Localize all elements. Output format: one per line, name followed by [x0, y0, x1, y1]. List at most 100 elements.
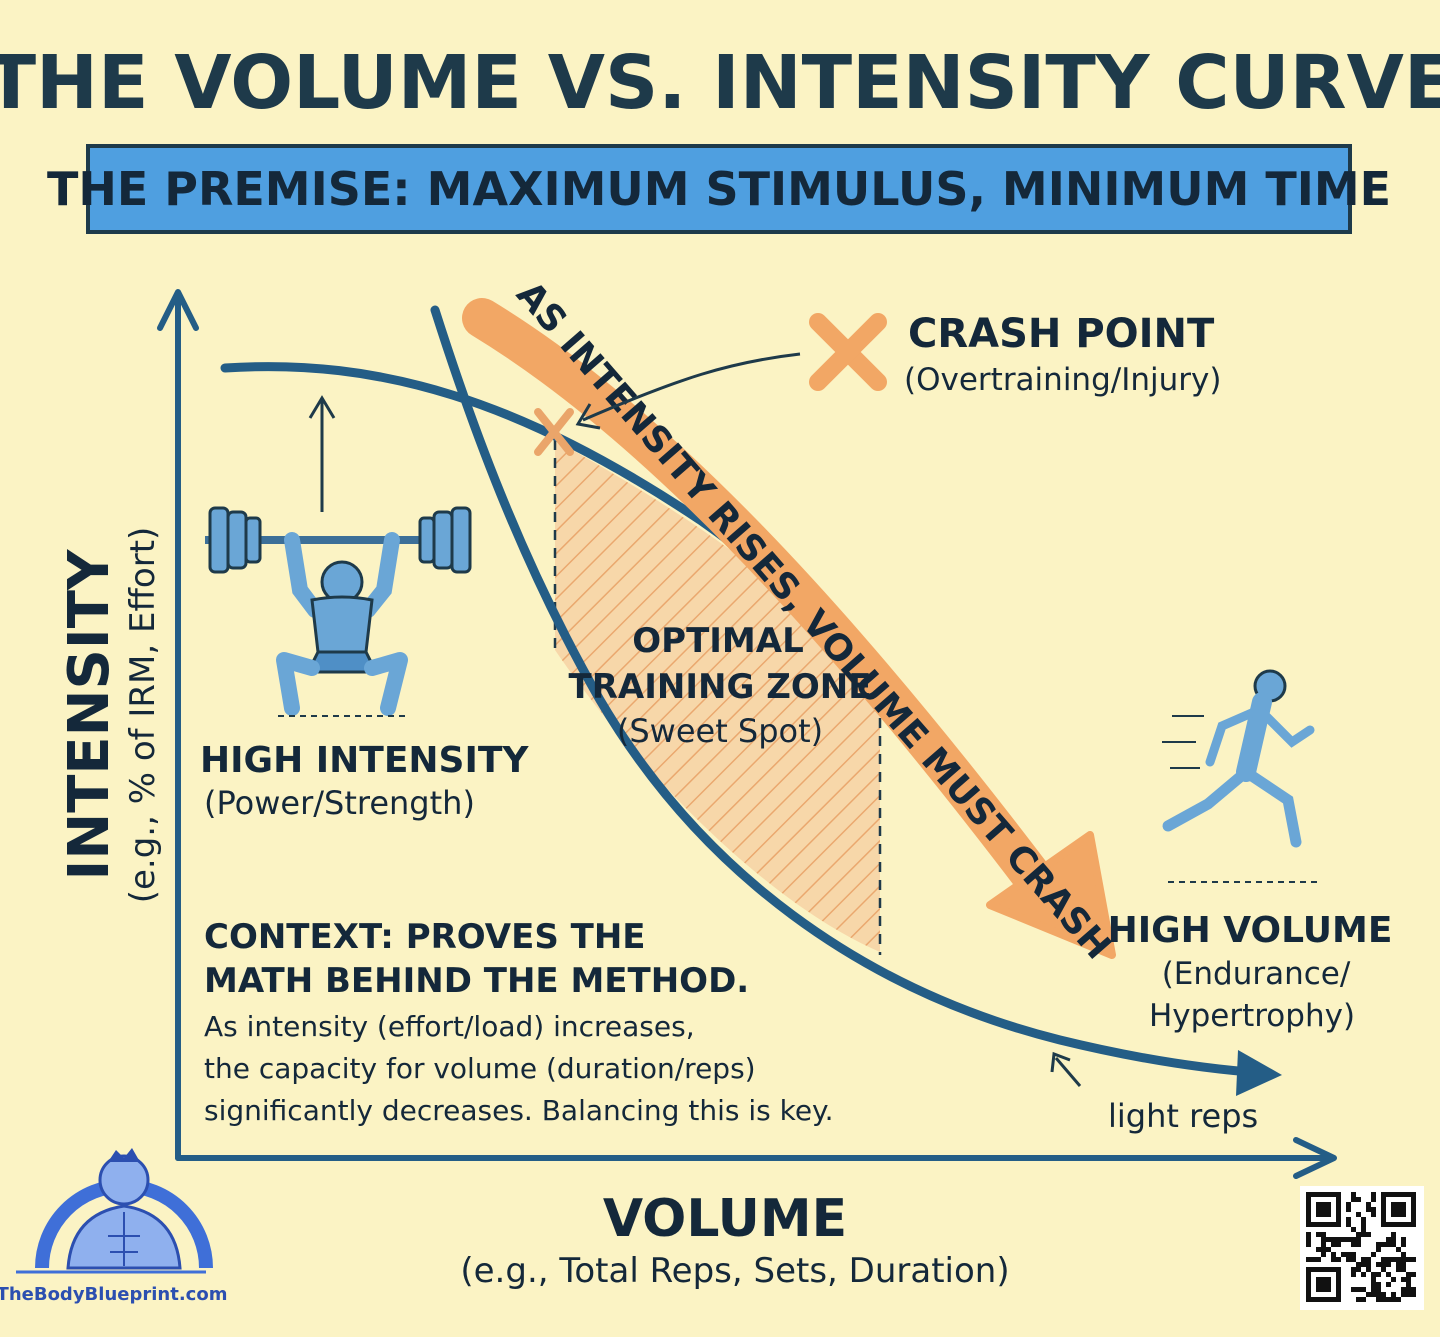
qr-module — [1371, 1277, 1376, 1282]
qr-module — [1371, 1287, 1376, 1292]
high-volume-sub2: Hypertrophy) — [1149, 998, 1355, 1034]
qr-module — [1351, 1257, 1356, 1262]
qr-module — [1326, 1247, 1331, 1252]
qr-module — [1346, 1257, 1351, 1262]
context-body-2: the capacity for volume (duration/reps) — [204, 1052, 756, 1085]
crossing-marker-icon — [534, 408, 574, 456]
qr-module — [1371, 1192, 1376, 1197]
qr-module — [1391, 1257, 1396, 1262]
qr-module — [1371, 1292, 1376, 1297]
y-axis-label-group: INTENSITY (e.g., % of IRM, Effort) — [57, 527, 163, 904]
qr-module — [1321, 1237, 1326, 1242]
qr-module — [1411, 1272, 1416, 1277]
qr-module — [1411, 1292, 1416, 1297]
qr-module — [1366, 1267, 1371, 1272]
qr-module — [1381, 1257, 1386, 1262]
crash-pointer-arrowhead — [575, 403, 601, 430]
qr-module — [1316, 1277, 1331, 1292]
qr-module — [1406, 1277, 1411, 1282]
qr-module — [1346, 1237, 1351, 1242]
qr-module — [1366, 1257, 1371, 1262]
qr-module — [1346, 1217, 1351, 1222]
qr-module — [1391, 1292, 1396, 1297]
trend-arrow-head — [986, 831, 1116, 959]
qr-module — [1396, 1247, 1401, 1252]
qr-module — [1366, 1232, 1371, 1237]
qr-module — [1361, 1227, 1366, 1232]
crash-pointer-line — [582, 352, 801, 422]
qr-module — [1366, 1202, 1371, 1207]
qr-module — [1316, 1232, 1321, 1237]
qr-module — [1391, 1242, 1396, 1247]
qr-module — [1401, 1252, 1406, 1257]
qr-module — [1391, 1297, 1396, 1302]
qr-module — [1331, 1237, 1336, 1242]
runner-icon — [1162, 669, 1318, 883]
qr-module — [1396, 1262, 1401, 1267]
qr-module — [1356, 1287, 1361, 1292]
page-title: THE VOLUME VS. INTENSITY CURVE — [0, 40, 1440, 126]
qr-module — [1366, 1207, 1371, 1212]
qr-module — [1331, 1242, 1336, 1247]
qr-module — [1361, 1217, 1366, 1222]
qr-module — [1346, 1252, 1351, 1257]
volume-curve-arrowhead — [1236, 1050, 1282, 1096]
qr-module — [1351, 1272, 1356, 1277]
x-axis-sublabel: (e.g., Total Reps, Sets, Duration) — [460, 1251, 1009, 1291]
weightlifter-icon — [205, 395, 472, 717]
qr-module — [1401, 1262, 1406, 1267]
qr-module — [1401, 1277, 1406, 1282]
qr-module — [1356, 1237, 1361, 1242]
qr-module — [1386, 1282, 1391, 1287]
qr-module — [1361, 1287, 1366, 1292]
qr-module — [1341, 1252, 1346, 1257]
qr-module — [1316, 1257, 1321, 1262]
qr-module — [1391, 1202, 1406, 1217]
crash-point-sub: (Overtraining/Injury) — [904, 362, 1221, 398]
qr-module — [1356, 1297, 1361, 1302]
qr-module — [1326, 1237, 1331, 1242]
qr-module — [1361, 1232, 1366, 1237]
qr-module — [1401, 1257, 1406, 1262]
qr-module — [1371, 1252, 1376, 1257]
qr-module — [1356, 1262, 1361, 1267]
qr-module — [1306, 1232, 1311, 1237]
qr-module — [1411, 1257, 1416, 1262]
qr-module — [1351, 1192, 1356, 1197]
qr-module — [1306, 1242, 1311, 1247]
qr-module — [1376, 1287, 1381, 1292]
qr-module — [1351, 1197, 1356, 1202]
y-axis — [157, 289, 199, 1161]
qr-module — [1351, 1227, 1356, 1232]
premise-text: THE PREMISE: MAXIMUM STIMULUS, MINIMUM T… — [47, 162, 1391, 216]
qr-module — [1381, 1267, 1386, 1272]
crash-point-title: CRASH POINT — [908, 311, 1215, 357]
qr-module — [1356, 1232, 1361, 1237]
qr-module — [1376, 1272, 1381, 1277]
qr-module — [1381, 1297, 1386, 1302]
qr-module — [1321, 1252, 1326, 1257]
y-axis-label: INTENSITY — [57, 548, 122, 880]
context-heading-1: CONTEXT: PROVES THE — [204, 917, 646, 957]
qr-module — [1371, 1272, 1376, 1277]
high-intensity-sub: (Power/Strength) — [204, 784, 475, 822]
qr-module — [1311, 1257, 1316, 1262]
qr-module — [1351, 1242, 1356, 1247]
qr-module — [1331, 1257, 1336, 1262]
qr-module — [1336, 1257, 1341, 1262]
zone-label-line1: OPTIMAL — [632, 621, 803, 661]
qr-module — [1366, 1292, 1371, 1297]
context-body-3: significantly decreases. Balancing this … — [204, 1094, 834, 1127]
qr-module — [1386, 1257, 1391, 1262]
qr-module — [1356, 1197, 1361, 1202]
brand-logo — [16, 1148, 213, 1274]
premise-banner — [86, 144, 1352, 234]
qr-module — [1351, 1287, 1356, 1292]
qr-module — [1351, 1252, 1356, 1257]
qr-module — [1346, 1202, 1351, 1207]
qr-module — [1396, 1267, 1401, 1272]
qr-module — [1356, 1267, 1361, 1272]
qr-module — [1401, 1242, 1406, 1247]
brand-url: TheBodyBlueprint.com — [0, 1284, 227, 1305]
qr-module — [1361, 1272, 1366, 1277]
